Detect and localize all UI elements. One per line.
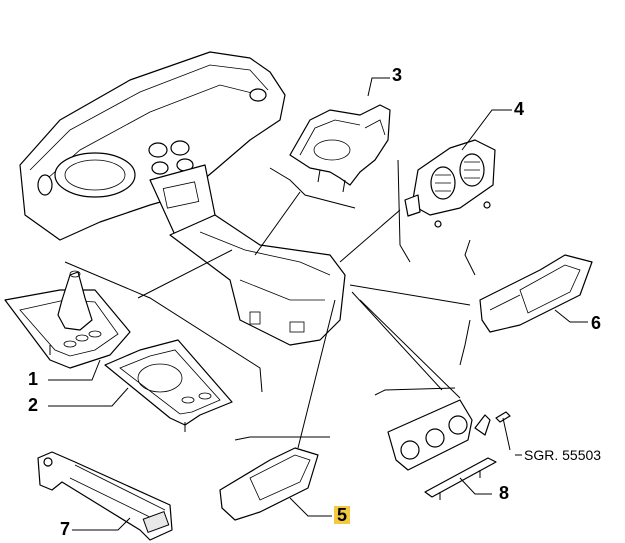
callout-6: 6 bbox=[591, 313, 602, 333]
part-3-console-top bbox=[289, 104, 391, 193]
part-6-storage-pocket bbox=[479, 254, 593, 333]
part-5-storage-pocket bbox=[219, 447, 319, 521]
part-8-bracket bbox=[424, 457, 497, 500]
callout-5-highlighted: 5 bbox=[334, 506, 351, 524]
leader-lines bbox=[48, 77, 588, 531]
callout-4: 4 bbox=[514, 99, 525, 119]
callout-3: 3 bbox=[392, 65, 403, 85]
group-brackets bbox=[64, 159, 476, 441]
climate-control-panel bbox=[387, 399, 511, 471]
callout-8: 8 bbox=[499, 483, 510, 503]
callout-2: 2 bbox=[28, 395, 39, 415]
reference-code: SGR. 55503 bbox=[524, 447, 602, 463]
part-2-trim-plate bbox=[104, 339, 233, 432]
part-4-vent-assembly bbox=[404, 139, 496, 228]
dashboard-assembly bbox=[19, 51, 346, 346]
part-7-rail-assembly bbox=[37, 451, 173, 541]
callout-1: 1 bbox=[28, 369, 39, 389]
callout-7: 7 bbox=[60, 519, 71, 539]
part-1-gear-boot-panel bbox=[4, 270, 131, 369]
